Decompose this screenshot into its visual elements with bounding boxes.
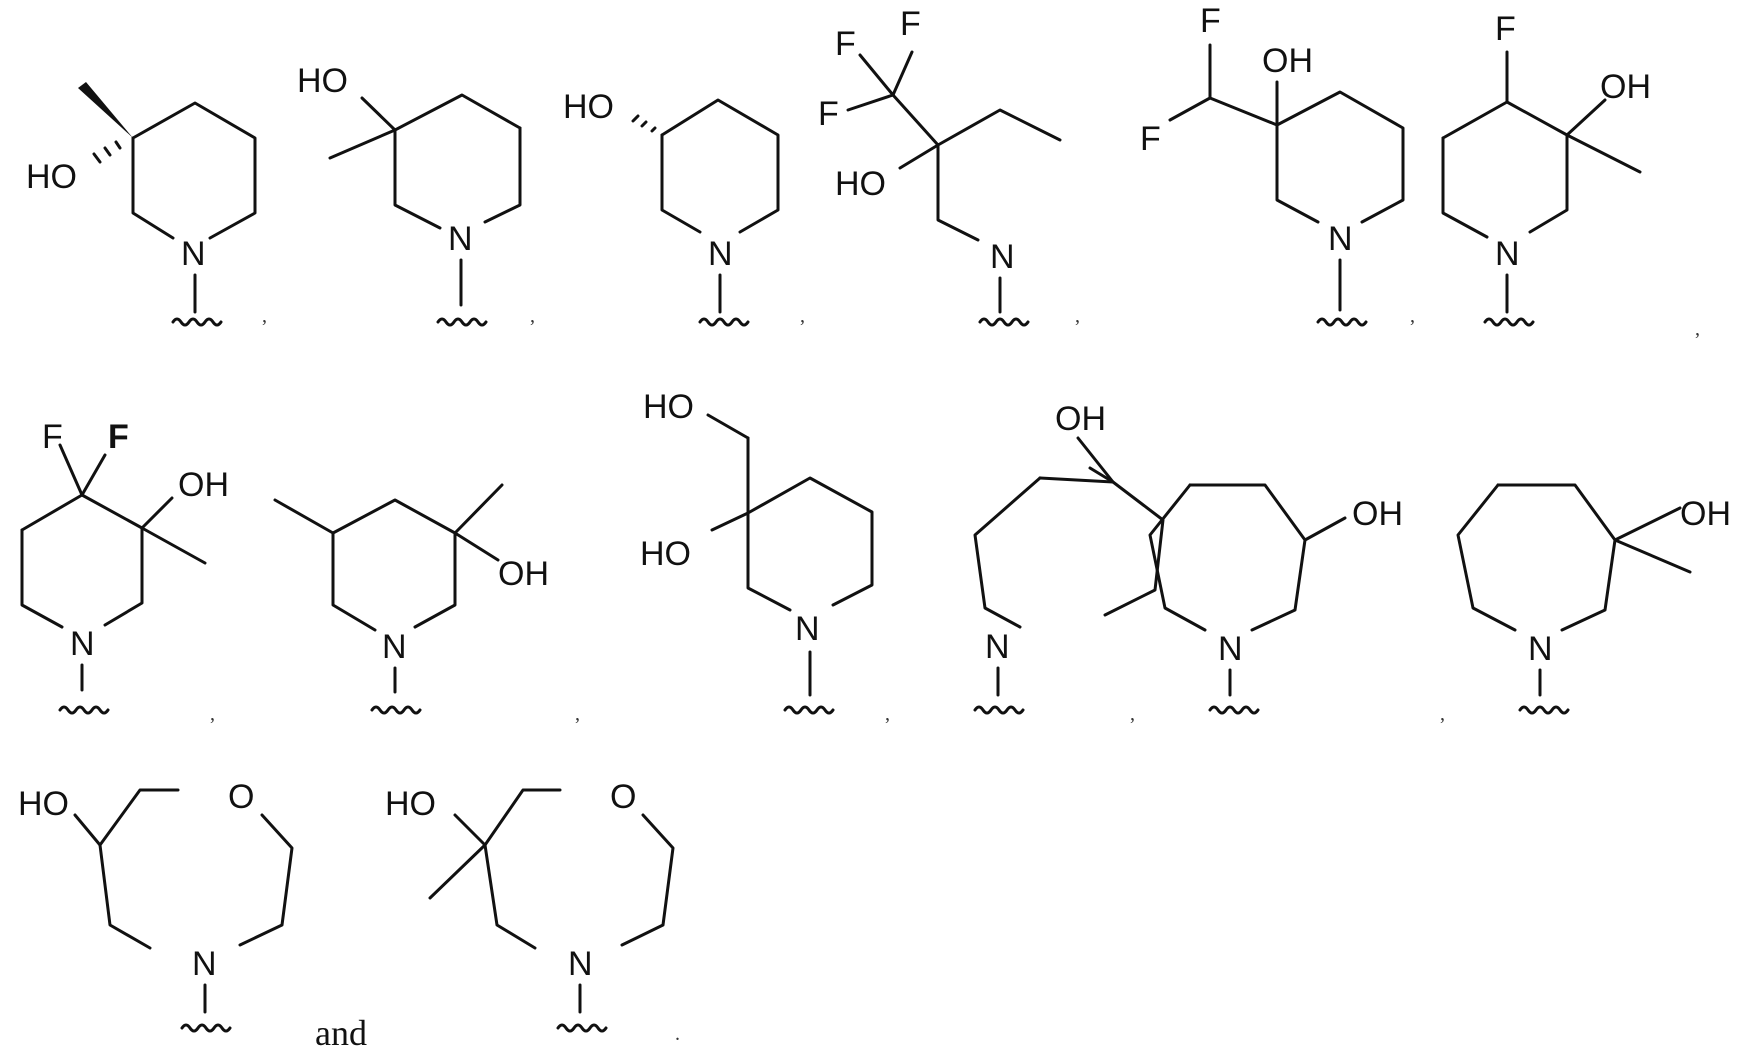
atom-N: N xyxy=(1328,220,1353,258)
atom-N: N xyxy=(990,238,1015,276)
atom-N: N xyxy=(1528,630,1553,668)
svg-text:,: , xyxy=(1440,703,1445,725)
label-HO: HO xyxy=(18,785,69,823)
structure-11: OH N , xyxy=(1148,483,1445,725)
label-HO: HO xyxy=(297,62,348,100)
label-OH: OH xyxy=(1055,400,1106,438)
structure-9: HO HO N , xyxy=(640,388,890,725)
atom-N: N xyxy=(1218,630,1243,668)
svg-text:,: , xyxy=(575,703,580,725)
svg-text:,: , xyxy=(1695,318,1700,340)
label-HO: HO xyxy=(643,388,694,426)
structure-12: OH N xyxy=(1456,483,1731,715)
label-O: O xyxy=(610,778,636,816)
structure-3: HO N , xyxy=(563,88,805,327)
atom-N: N xyxy=(708,235,733,273)
conjunction-and: and xyxy=(315,1013,367,1051)
svg-text:,: , xyxy=(1130,703,1135,725)
atom-N: N xyxy=(192,945,217,983)
label-HO: HO xyxy=(26,158,77,196)
structure-1: HO N , xyxy=(26,82,267,327)
svg-text:,: , xyxy=(1075,305,1080,327)
label-HO: HO xyxy=(385,785,436,823)
label-F: F xyxy=(818,95,839,133)
atom-N: N xyxy=(382,628,407,666)
structure-4: F F F HO N , xyxy=(818,5,1080,327)
structure-2: HO N , xyxy=(297,62,535,327)
structure-6: F OH N , xyxy=(1441,10,1700,340)
svg-text:,: , xyxy=(262,305,267,327)
structure-5: F F OH N , xyxy=(1140,2,1415,327)
atom-N: N xyxy=(795,610,820,648)
label-HO: HO xyxy=(835,165,886,203)
atom-N: N xyxy=(448,220,473,258)
atom-N: N xyxy=(985,628,1010,666)
svg-text:,: , xyxy=(1410,305,1415,327)
label-F: F xyxy=(1200,2,1221,40)
label-OH: OH xyxy=(178,466,229,504)
svg-text:,: , xyxy=(210,703,215,725)
label-F: F xyxy=(108,418,129,456)
atom-N: N xyxy=(181,235,206,273)
svg-text:,: , xyxy=(885,703,890,725)
label-F: F xyxy=(1495,10,1516,48)
label-HO: HO xyxy=(563,88,614,126)
atom-N: N xyxy=(1495,235,1520,273)
structure-13: HO O N and xyxy=(18,778,367,1051)
label-HO: HO xyxy=(640,535,691,573)
structure-7: F F OH N , xyxy=(20,418,229,725)
structure-10: OH N , xyxy=(973,400,1165,725)
label-OH: OH xyxy=(1352,495,1403,533)
label-OH: OH xyxy=(1262,42,1313,80)
structure-14: HO O N . xyxy=(385,778,680,1045)
label-F: F xyxy=(900,5,921,43)
label-F: F xyxy=(42,418,63,456)
label-OH: OH xyxy=(1600,68,1651,106)
label-O: O xyxy=(228,778,254,816)
svg-text:.: . xyxy=(675,1023,680,1045)
structure-8: OH N , xyxy=(273,483,580,725)
atom-N: N xyxy=(568,945,593,983)
label-F: F xyxy=(1140,120,1161,158)
atom-N: N xyxy=(70,625,95,663)
label-OH: OH xyxy=(1680,495,1731,533)
label-OH: OH xyxy=(498,555,549,593)
svg-text:,: , xyxy=(800,305,805,327)
svg-text:,: , xyxy=(530,305,535,327)
label-F: F xyxy=(835,25,856,63)
